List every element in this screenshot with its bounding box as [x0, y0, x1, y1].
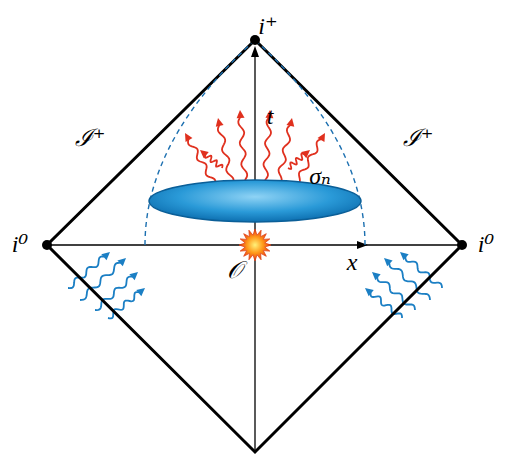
wavy-ray	[218, 125, 234, 185]
wavy-ray	[95, 277, 133, 311]
null-infinity-label: ℐ⁺	[403, 126, 434, 150]
wavy-head	[318, 133, 325, 142]
t-arrow	[251, 46, 259, 57]
future-timelike-infinity: i⁺	[258, 14, 277, 38]
wavy-ray	[288, 154, 305, 170]
wavy-head	[384, 258, 393, 266]
wavy-head	[185, 133, 192, 142]
wavy-ray	[80, 263, 121, 300]
time-axis-label: t	[267, 104, 274, 128]
wavy-head	[237, 110, 245, 118]
wavy-head	[129, 272, 138, 280]
wavy-head	[200, 150, 209, 158]
point-dot	[42, 240, 52, 250]
null-infinity-label: ℐ⁺	[75, 126, 106, 150]
wavy-head	[216, 118, 224, 127]
penrose-boundary	[47, 40, 462, 452]
wavy-head	[365, 288, 374, 296]
burst-star	[239, 229, 271, 261]
wavy-ray	[205, 154, 223, 168]
point-dot	[457, 240, 467, 250]
wavy-head	[301, 150, 310, 158]
origin-label: 𝒪	[227, 258, 242, 282]
space-axis-label: x	[347, 250, 358, 274]
wavy-ray	[108, 292, 140, 318]
wavy-head	[372, 272, 381, 280]
wavy-ray	[238, 117, 247, 180]
wavy-ray	[370, 292, 402, 318]
wavy-ray	[278, 125, 291, 185]
wavy-head	[101, 252, 110, 260]
wavy-head	[400, 252, 409, 260]
spatial-infinity-label: i⁰	[478, 232, 494, 256]
wavy-head	[136, 288, 145, 296]
source-burst	[239, 229, 271, 261]
spatial-infinity-label: i⁰	[12, 232, 28, 256]
x-arrow	[357, 241, 368, 249]
slice-label: σₙ	[309, 164, 331, 188]
wavy-head	[286, 118, 294, 127]
wavy-head	[117, 258, 126, 266]
